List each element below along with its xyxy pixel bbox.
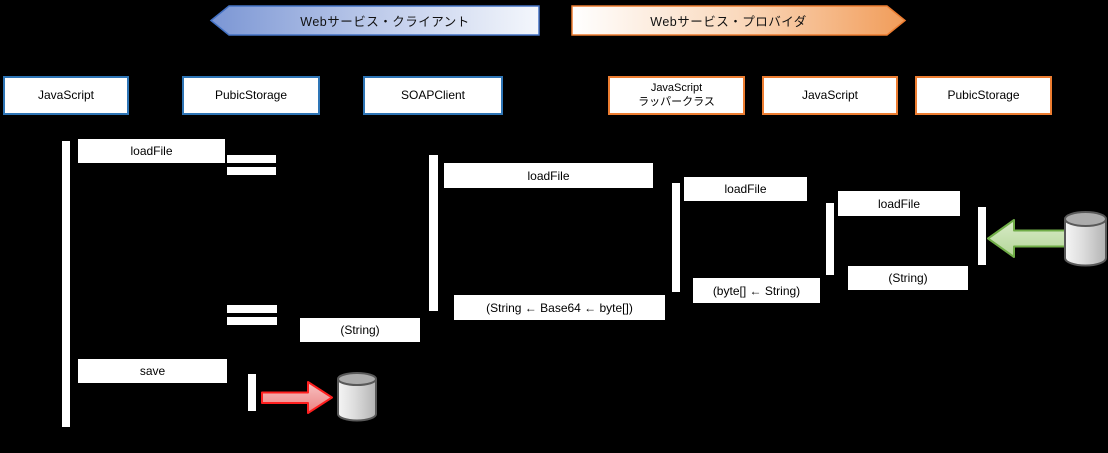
provider-banner-arrow-right-icon <box>571 5 907 36</box>
actor-label: PubicStorage <box>214 88 288 102</box>
activation-bar-pubicstorage-top-2 <box>227 167 276 175</box>
actor-label: JavaScript <box>650 81 703 94</box>
read-left-arrow-icon <box>987 219 1067 258</box>
message-return-byte-from-string: (byte[] ← String) <box>693 278 820 303</box>
activation-bar-pubicstorage-top-1 <box>227 155 276 163</box>
database-icon <box>337 372 377 422</box>
activation-bar-javascript-wrapper <box>672 183 680 292</box>
actor-soapclient: SOAPClient <box>363 76 503 115</box>
activation-bar-pubicstorage-bottom-1 <box>227 305 277 313</box>
actor-label: PubicStorage <box>947 88 1020 102</box>
activation-bar-javascript-provider <box>826 203 834 275</box>
actor-javascript-wrapper: JavaScript ラッパークラス <box>608 76 745 115</box>
activation-bar-soapclient <box>429 155 438 311</box>
actor-label: SOAPClient <box>400 88 466 102</box>
activation-bar-pubicstorage-save <box>248 374 256 411</box>
actor-pubicstorage-provider: PubicStorage <box>915 76 1052 115</box>
message-loadfile-4: loadFile <box>838 191 960 216</box>
client-banner-label: Webサービス・クライアント <box>300 15 470 29</box>
message-return-string-base64: (String ← Base64 ← byte[]) <box>454 295 665 320</box>
message-return-string-provider: (String) <box>848 266 968 290</box>
message-loadfile-3: loadFile <box>684 177 807 201</box>
actor-label-line2: ラッパークラス <box>638 95 715 108</box>
message-loadfile-2: loadFile <box>444 163 653 188</box>
actor-pubicstorage-client: PubicStorage <box>182 76 320 115</box>
actor-label: JavaScript <box>37 88 95 102</box>
actor-label: JavaScript <box>801 88 859 102</box>
save-right-arrow-icon <box>261 381 333 414</box>
provider-banner-label: Webサービス・プロバイダ <box>650 15 807 29</box>
message-save: save <box>78 359 227 383</box>
actor-javascript-client: JavaScript <box>3 76 129 115</box>
client-banner-arrow-left-icon <box>209 5 540 36</box>
database-icon <box>1064 211 1107 267</box>
activation-bar-pubicstorage-provider <box>978 207 986 265</box>
activation-bar-pubicstorage-bottom-2 <box>227 317 277 325</box>
activation-bar-javascript-client <box>62 141 70 427</box>
message-loadfile-1: loadFile <box>78 139 225 163</box>
actor-javascript-provider: JavaScript <box>762 76 898 115</box>
message-return-string-client: (String) <box>300 318 420 342</box>
